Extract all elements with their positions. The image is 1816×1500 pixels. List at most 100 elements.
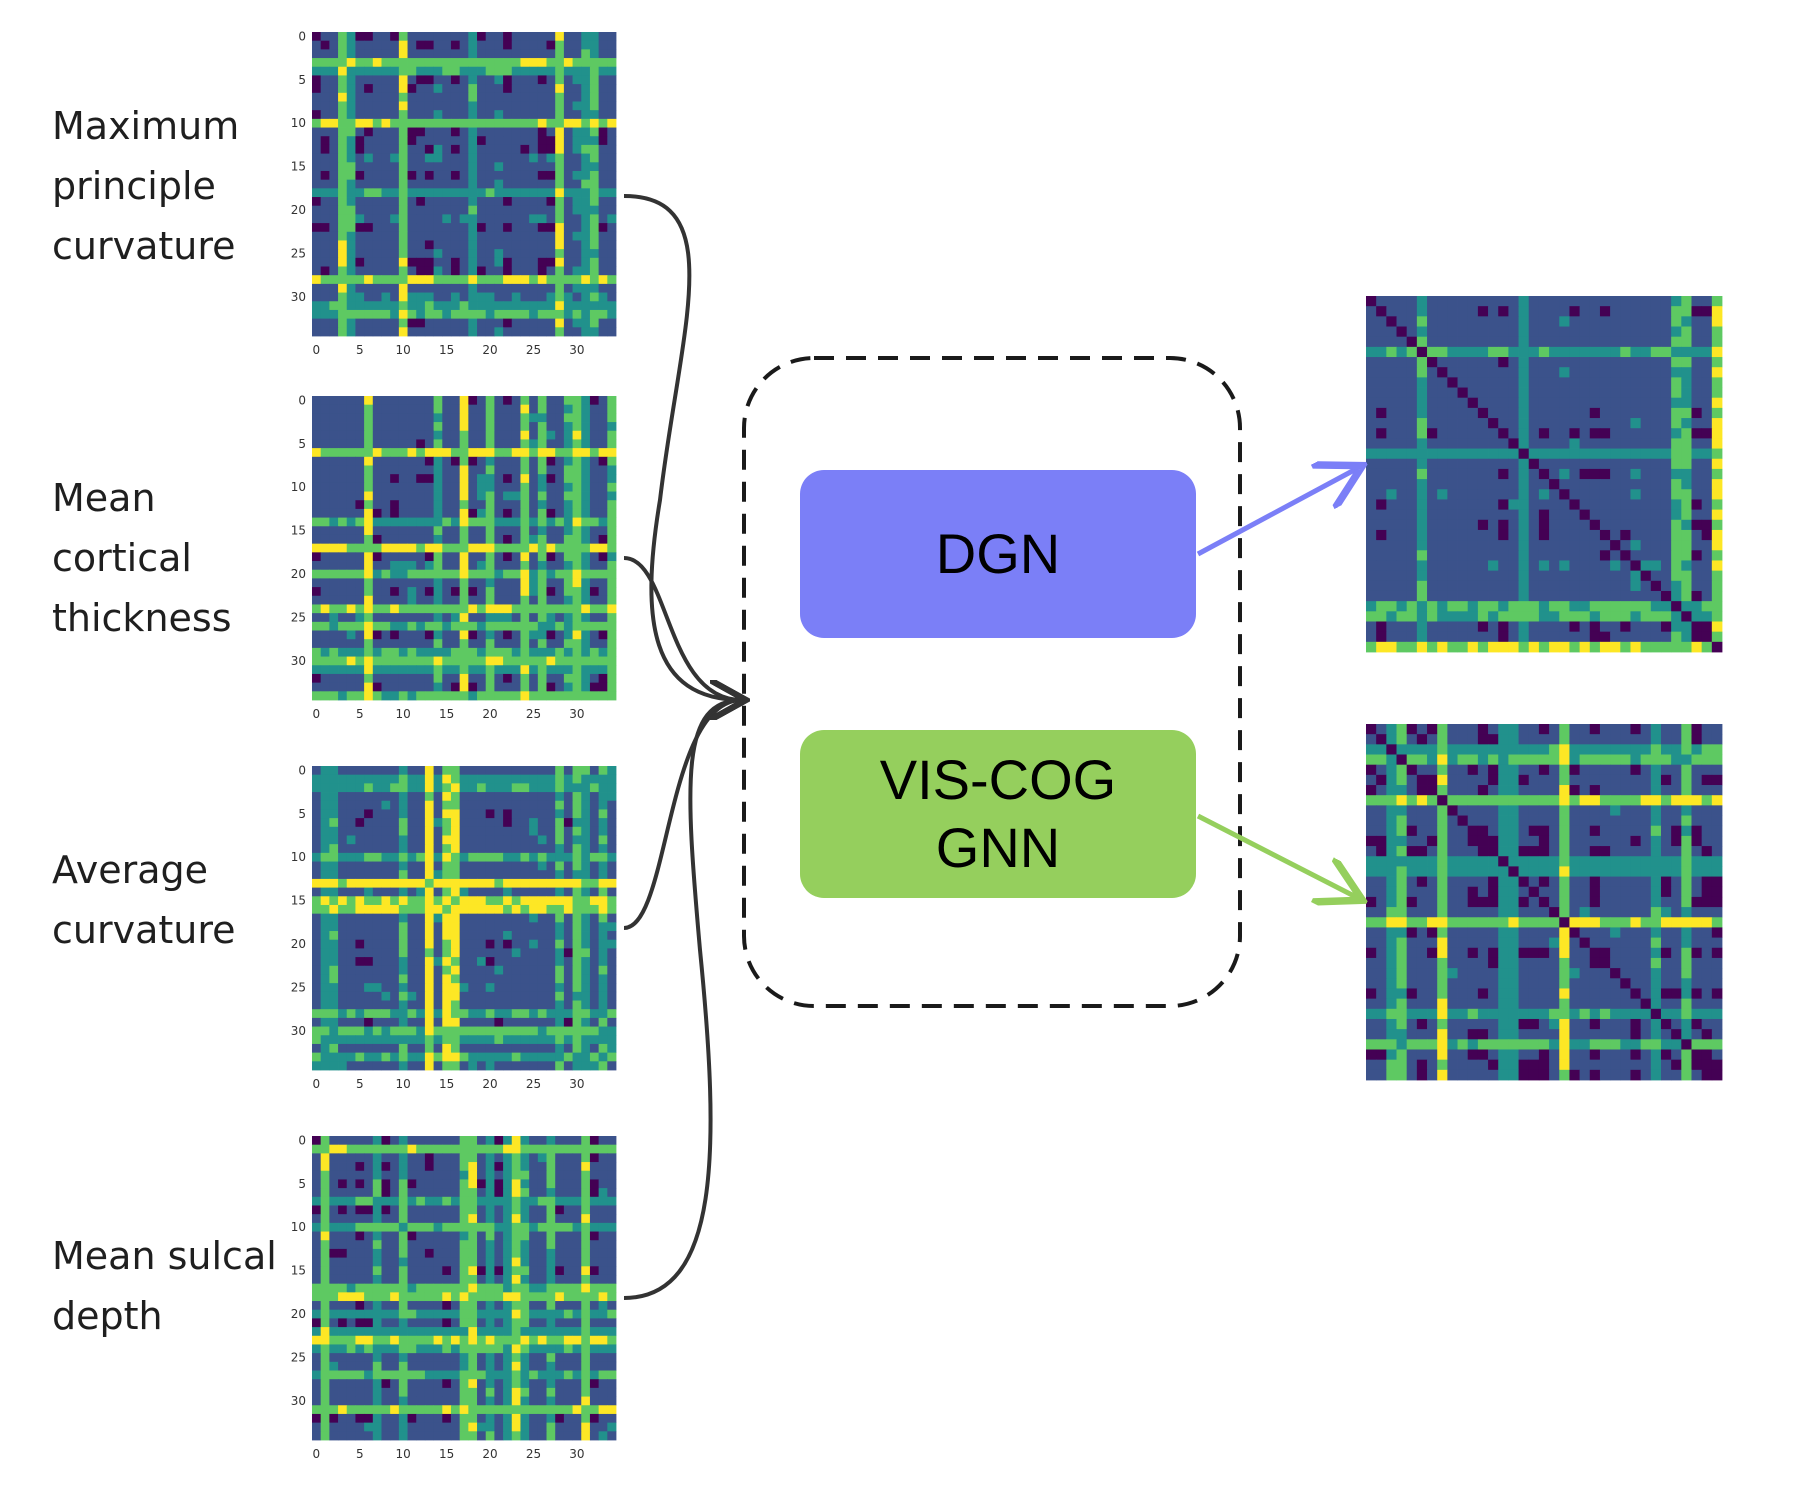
matrix-cell <box>372 983 382 993</box>
matrix-cell <box>477 508 487 518</box>
matrix-cell <box>381 205 391 215</box>
matrix-cell <box>312 682 322 692</box>
matrix-cell <box>459 1274 469 1285</box>
matrix-cell <box>407 792 417 802</box>
matrix-cell <box>581 673 591 684</box>
matrix-cell <box>329 870 339 880</box>
matrix-cell <box>312 1231 322 1241</box>
matrix-cell <box>589 1231 600 1241</box>
matrix-cell <box>555 913 565 923</box>
matrix-cell <box>346 665 356 675</box>
matrix-cell <box>433 835 443 845</box>
matrix-cell <box>320 983 330 993</box>
matrix-cell <box>563 665 573 675</box>
matrix-cell <box>477 957 487 967</box>
matrix-cell <box>563 465 573 475</box>
matrix-cell <box>555 526 565 536</box>
matrix-cell <box>555 318 565 328</box>
matrix-cell <box>433 534 443 545</box>
matrix-cell <box>338 800 348 810</box>
matrix-cell <box>589 991 600 1001</box>
matrix-cell <box>1528 296 1540 307</box>
matrix-cell <box>555 292 565 302</box>
matrix-cell <box>346 214 356 224</box>
matrix-cell <box>511 1379 521 1389</box>
matrix-cell <box>390 1043 400 1054</box>
matrix-cell <box>581 482 591 492</box>
matrix-cell <box>537 835 547 845</box>
matrix-cell <box>355 257 365 267</box>
matrix-cell <box>442 647 452 657</box>
matrix-cell <box>485 500 495 510</box>
matrix-cell <box>355 508 365 518</box>
matrix-cell <box>563 809 573 819</box>
matrix-cell <box>485 621 495 631</box>
matrix-cell <box>459 84 469 94</box>
matrix-cell <box>329 84 339 94</box>
matrix-cell <box>338 1214 348 1224</box>
matrix-cell <box>398 835 408 845</box>
matrix-cell <box>503 665 513 675</box>
matrix-cell <box>398 162 408 172</box>
matrix-cell <box>424 66 434 76</box>
matrix-cell <box>589 144 600 154</box>
matrix-cell <box>546 266 556 276</box>
matrix-cell <box>563 1136 573 1146</box>
matrix-cell <box>520 1196 530 1206</box>
matrix-cell <box>503 1431 513 1441</box>
matrix-cell <box>555 1422 565 1432</box>
matrix-cell <box>416 292 426 302</box>
matrix-cell <box>477 991 487 1001</box>
matrix-cell <box>598 1061 608 1071</box>
matrix-cell <box>372 913 382 923</box>
matrix-cell <box>424 792 434 802</box>
matrix-cell <box>312 1396 322 1406</box>
matrix-cell <box>390 118 400 128</box>
matrix-cell <box>329 257 339 267</box>
matrix-cell <box>572 162 582 172</box>
matrix-cell <box>477 1205 487 1215</box>
matrix-cell <box>407 482 417 492</box>
matrix-cell <box>520 922 530 932</box>
matrix-cell <box>485 66 495 76</box>
matrix-cell <box>529 309 539 320</box>
matrix-cell <box>355 318 365 328</box>
matrix-cell <box>589 396 600 406</box>
matrix-cell <box>598 569 608 579</box>
matrix-cell <box>346 396 356 406</box>
matrix-cell <box>511 422 521 432</box>
matrix-cell <box>433 275 443 285</box>
matrix-cell <box>355 844 365 854</box>
matrix-cell <box>329 1026 339 1036</box>
matrix-cell <box>407 110 417 120</box>
matrix-cell <box>364 1301 374 1311</box>
matrix-cell <box>511 543 521 553</box>
matrix-cell <box>589 1301 600 1311</box>
matrix-cell <box>598 491 608 501</box>
matrix-cell <box>511 179 521 189</box>
matrix-cell <box>468 231 478 241</box>
matrix-cell <box>424 1353 434 1363</box>
matrix-cell <box>355 1214 365 1224</box>
matrix-cell <box>450 283 461 293</box>
matrix-cell <box>372 526 382 536</box>
matrix-cell <box>503 1379 513 1389</box>
matrix-cell <box>442 1188 452 1198</box>
matrix-cell <box>563 110 573 120</box>
matrix-cell <box>529 569 539 579</box>
matrix-cell <box>459 1196 469 1206</box>
matrix-cell <box>563 904 573 915</box>
matrix-cell <box>607 1274 617 1285</box>
matrix-cell <box>320 682 330 692</box>
matrix-cell <box>477 1318 487 1328</box>
matrix-cell <box>529 1170 539 1180</box>
matrix-cell <box>468 939 478 949</box>
matrix-cell <box>598 413 608 423</box>
matrix-cell <box>529 257 539 267</box>
matrix-cell <box>520 231 530 241</box>
matrix-cell <box>581 1188 591 1198</box>
matrix-cell <box>390 957 400 967</box>
matrix-cell <box>407 1035 417 1045</box>
matrix-cell <box>372 939 382 949</box>
matrix-cell <box>494 275 504 285</box>
